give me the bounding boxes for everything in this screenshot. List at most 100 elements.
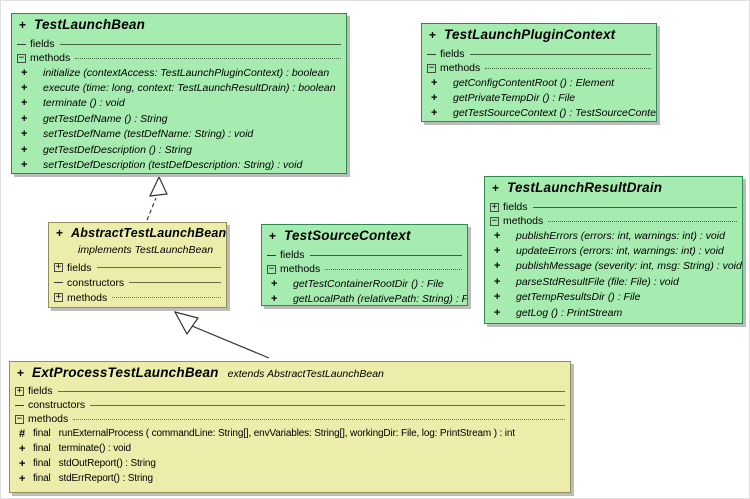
method-modifier: final [33, 443, 51, 454]
method-visibility: + [21, 128, 28, 141]
method-visibility: + [21, 112, 28, 125]
generalization-arrow[interactable] [173, 311, 270, 359]
method-visibility: + [21, 66, 28, 79]
methods-section: − methods [425, 61, 653, 75]
section-label: methods [440, 62, 481, 74]
method-row[interactable]: + getTestSourceContext () : TestSourceCo… [425, 106, 656, 121]
fields-section: fields [425, 47, 653, 61]
fields-section: + fields [52, 260, 223, 275]
fields-section: fields [265, 248, 464, 262]
section-rule [129, 282, 221, 283]
method-row[interactable]: + final terminate() : void [13, 441, 567, 456]
class-title: + TestLaunchPluginContext [429, 27, 653, 45]
section-label: fields [280, 249, 305, 261]
section-label: fields [30, 38, 55, 50]
method-row[interactable]: + getTestDefName () : String [15, 111, 343, 126]
no-members-dash [427, 53, 436, 55]
method-row[interactable]: + getConfigContentRoot () : Element [425, 75, 653, 90]
section-label: methods [67, 291, 108, 304]
method-signature: runExternalProcess ( commandLine: String… [58, 428, 515, 439]
method-signature: getTempResultsDir () : File [516, 291, 641, 304]
section-label: constructors [67, 276, 125, 289]
methods-section: − methods [488, 214, 739, 228]
no-members-dash [267, 254, 276, 256]
section-label: fields [28, 385, 53, 397]
method-visibility: + [271, 277, 278, 290]
expander-expanded-icon[interactable]: − [490, 215, 499, 226]
method-row[interactable]: + setTestDefDescription (testDefDescript… [15, 157, 343, 172]
constructors-section: constructors [52, 275, 223, 290]
method-signature: getLog () : PrintStream [516, 306, 623, 319]
method-visibility: + [271, 293, 278, 306]
class-title: + ExtProcessTestLaunchBean extends Abstr… [17, 365, 567, 382]
method-signature: execute (time: long, context: TestLaunch… [43, 82, 336, 95]
class-box-extprocesstestlaunchbean[interactable]: + ExtProcessTestLaunchBean extends Abstr… [9, 361, 571, 493]
class-name: ExtProcessTestLaunchBean [32, 365, 219, 380]
method-visibility: + [494, 245, 501, 258]
method-modifier: final [33, 473, 51, 484]
method-signature: stdErrReport() : String [58, 473, 154, 484]
class-name: TestLaunchResultDrain [507, 180, 663, 195]
method-signature: terminate () : void [43, 97, 125, 110]
constructors-section: constructors [13, 398, 567, 412]
expander-collapsed-icon[interactable]: + [54, 262, 63, 272]
method-row[interactable]: # final runExternalProcess ( commandLine… [13, 426, 567, 441]
method-visibility: # [19, 427, 25, 440]
section-label: methods [503, 215, 544, 227]
expander-collapsed-icon[interactable]: + [54, 292, 63, 302]
method-row[interactable]: + getLocalPath (relativePath: String) : … [265, 291, 467, 306]
class-box-testlaunchbean[interactable]: + TestLaunchBean fields − methods + init… [11, 13, 347, 174]
section-rule [90, 404, 565, 406]
method-row[interactable]: + parseStdResultFile (file: File) : void [488, 274, 739, 289]
class-box-testlaunchresultdrain[interactable]: + TestLaunchResultDrain + fields − metho… [484, 176, 743, 324]
expander-expanded-icon[interactable]: − [427, 62, 436, 73]
class-name: TestLaunchBean [34, 17, 146, 32]
class-title: + TestLaunchResultDrain [492, 180, 739, 198]
method-visibility: + [19, 457, 26, 470]
method-row[interactable]: + getTempResultsDir () : File [488, 290, 739, 305]
method-row[interactable]: + getTestContainerRootDir () : File [265, 276, 464, 291]
visibility-marker: + [17, 366, 25, 380]
method-row[interactable]: + setTestDefName (testDefName: String) :… [15, 127, 343, 142]
method-signature: publishErrors (errors: int, warnings: in… [516, 229, 725, 242]
method-visibility: + [431, 92, 438, 105]
method-visibility: + [494, 229, 501, 242]
section-rule [96, 267, 221, 268]
method-row[interactable]: + final stdErrReport() : String [13, 471, 567, 486]
method-row[interactable]: + publishMessage (severity: int, msg: St… [488, 259, 742, 274]
method-row[interactable]: + initialize (contextAccess: TestLaunchP… [15, 65, 343, 80]
class-name: TestLaunchPluginContext [444, 27, 616, 42]
class-box-testlaunchplugincontext[interactable]: + TestLaunchPluginContext fields − metho… [421, 23, 657, 122]
method-row[interactable]: + terminate () : void [15, 96, 343, 111]
visibility-marker: + [492, 181, 500, 195]
expander-expanded-icon[interactable]: − [267, 263, 276, 274]
method-visibility: + [431, 107, 438, 120]
method-row[interactable]: + getTestDefDescription () : String [15, 142, 343, 157]
method-signature: getLocalPath (relativePath: String) : Fi… [293, 293, 468, 306]
extends-note: extends AbstractTestLaunchBean [227, 368, 384, 380]
method-row[interactable]: + updateErrors (errors: int, warnings: i… [488, 243, 739, 258]
expander-expanded-icon[interactable]: − [17, 52, 26, 63]
methods-section: + methods [52, 290, 223, 305]
method-visibility: + [494, 260, 501, 273]
method-row[interactable]: + getLog () : PrintStream [488, 305, 739, 320]
method-signature: terminate() : void [58, 443, 131, 454]
fields-section: + fields [488, 200, 739, 214]
method-row[interactable]: + getPrivateTempDir () : File [425, 90, 653, 105]
expander-collapsed-icon[interactable]: + [490, 201, 499, 212]
method-row[interactable]: + execute (time: long, context: TestLaun… [15, 80, 343, 95]
expander-expanded-icon[interactable]: − [15, 413, 24, 424]
class-box-testsourcecontext[interactable]: + TestSourceContext fields − methods + g… [261, 224, 468, 306]
section-label: constructors [28, 399, 86, 411]
method-row[interactable]: + final stdOutReport() : String [13, 456, 567, 471]
section-label: fields [67, 261, 92, 274]
method-signature: stdOutReport() : String [58, 458, 156, 469]
expander-collapsed-icon[interactable]: + [15, 385, 24, 396]
method-row[interactable]: + publishErrors (errors: int, warnings: … [488, 228, 739, 243]
class-title: + TestLaunchBean [19, 17, 343, 35]
section-rule [112, 297, 221, 298]
class-title: + TestSourceContext [269, 228, 464, 246]
realization-arrow[interactable] [146, 175, 168, 221]
class-box-abstracttestlaunchbean[interactable]: + AbstractTestLaunchBean implements Test… [48, 222, 227, 308]
